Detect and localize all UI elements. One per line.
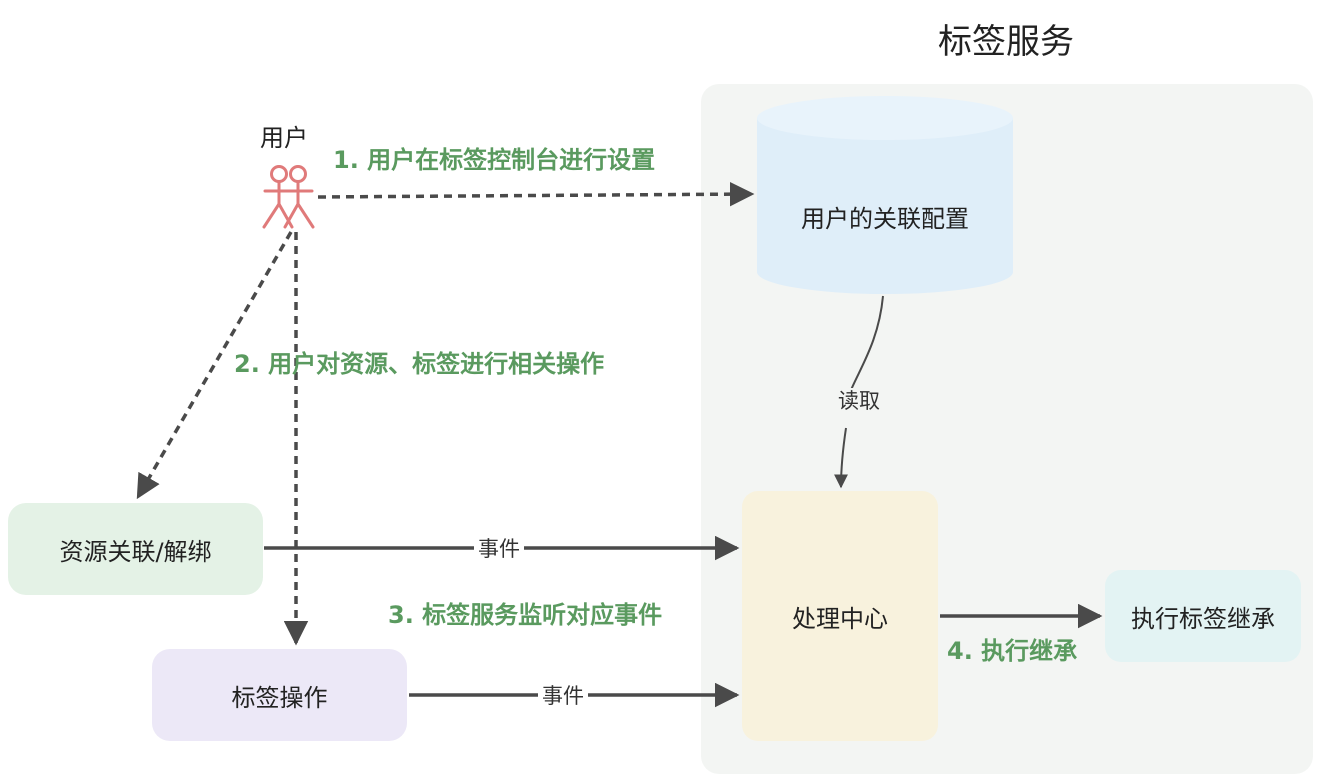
user-label: 用户	[260, 124, 308, 152]
step-2-label: 2. 用户对资源、标签进行相关操作	[234, 350, 605, 378]
processing-center-box: 处理中心	[742, 491, 938, 741]
edge-user-to-config	[317, 181, 755, 207]
user-actor-icon	[262, 165, 315, 229]
resource-bind-box: 资源关联/解绑	[8, 503, 263, 595]
execute-inheritance-box: 执行标签继承	[1105, 570, 1301, 662]
config-database-shape	[757, 96, 1013, 294]
tag-operation-box: 标签操作	[152, 649, 407, 741]
user-config-db: 用户的关联配置	[801, 204, 969, 233]
service-title: 标签服务	[938, 22, 1074, 62]
step-4-label: 4. 执行继承	[947, 637, 1078, 665]
event-edge-label-resource: 事件	[474, 536, 524, 562]
step-1-label: 1. 用户在标签控制台进行设置	[333, 146, 656, 174]
read-edge-label: 读取	[834, 388, 884, 414]
event-edge-label-tag: 事件	[538, 683, 588, 709]
step-3-label: 3. 标签服务监听对应事件	[388, 601, 663, 629]
edge-user-to-resource	[136, 231, 293, 500]
